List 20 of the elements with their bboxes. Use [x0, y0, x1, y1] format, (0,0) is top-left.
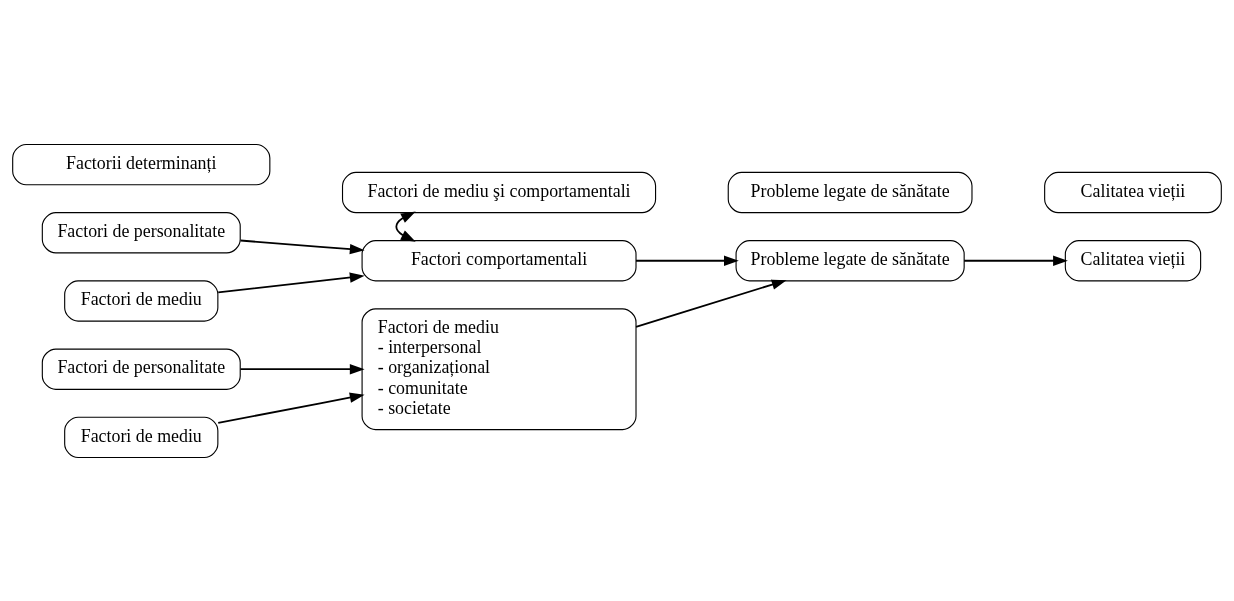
node-box: Factori de mediu	[64, 279, 219, 322]
node-box: Factori de mediu şi comportamentali	[341, 171, 657, 213]
arrow	[217, 391, 365, 424]
node-box: Factori comportamentali	[361, 239, 637, 281]
node-box: Factori de mediu - interpersonal - organizațional - comunitate - societate	[361, 307, 637, 430]
arrow	[239, 363, 365, 374]
node-box: Probleme legate de sănătate	[735, 239, 965, 281]
arrow	[217, 271, 365, 293]
node-box: Calitatea vieții	[1044, 171, 1222, 213]
arrow	[635, 279, 787, 328]
node-box: Calitatea vieții	[1064, 239, 1202, 281]
arrow	[395, 211, 416, 242]
node-box: Factori de personalitate	[41, 211, 241, 253]
arrow	[239, 239, 365, 254]
node-box: Factorii determinanți	[12, 143, 271, 185]
node-box: Factori de personalitate	[41, 348, 241, 390]
arrow	[635, 255, 739, 266]
node-box: Probleme legate de sănătate	[727, 171, 973, 213]
arrow	[963, 255, 1068, 266]
node-box: Factori de mediu	[64, 416, 219, 458]
